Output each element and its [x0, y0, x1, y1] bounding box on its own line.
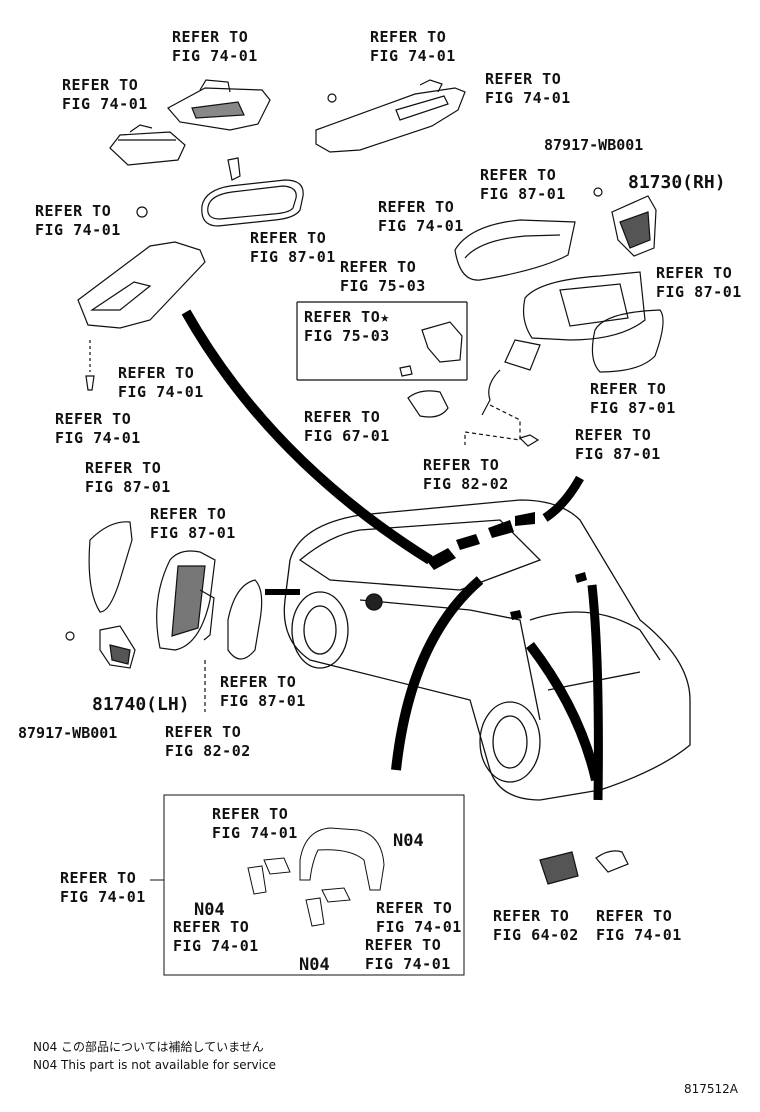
- vehicle-outline: [283, 499, 691, 801]
- sun-visor-right: [315, 79, 466, 153]
- courtesy-lamp: [407, 390, 449, 418]
- inset-box-assist-grip: [150, 794, 465, 976]
- mirror-glass-rh: [591, 309, 664, 373]
- note-japanese: N04 この部品については補給していません: [33, 1040, 264, 1054]
- mirror-cover-lh: [88, 521, 133, 613]
- ref-label: REFER TO★FIG 75-03: [304, 308, 390, 345]
- rear-view-mirror: [201, 157, 304, 227]
- mirror-cover-rh: [454, 219, 576, 281]
- n04-label: N04: [299, 955, 330, 975]
- outside-mirror-assembly-lh: [156, 550, 216, 651]
- figure-code: 817512A: [684, 1082, 739, 1096]
- part-number-81730: 81730(RH): [628, 172, 726, 193]
- n04-label: N04: [194, 900, 225, 920]
- note-english: N04 This part is not available for servi…: [33, 1058, 276, 1072]
- harness-route: [464, 404, 521, 445]
- sun-visor-left: [77, 206, 206, 391]
- bolt-rh: [518, 434, 540, 447]
- n04-label: N04: [393, 831, 424, 851]
- side-turn-lamp-lh: [65, 625, 136, 669]
- side-turn-lamp-rh: [593, 187, 657, 257]
- part-number-87917-rh: 87917-WB001: [544, 136, 644, 154]
- part-number-87917-lh: 87917-WB001: [18, 724, 118, 742]
- inset-box-75-03: [296, 301, 468, 381]
- mirror-glass-lh: [227, 579, 263, 660]
- inset-part-75-03: [399, 321, 463, 377]
- roof-parts-marks: [426, 512, 587, 620]
- bottom-right-parts: [539, 850, 629, 885]
- leader-curves: [181, 309, 603, 801]
- outside-mirror-assembly-rh: [481, 271, 646, 416]
- map-lamp-housing: [167, 79, 271, 131]
- part-number-81740: 81740(LH): [92, 694, 190, 715]
- overhead-console-part: [109, 124, 186, 166]
